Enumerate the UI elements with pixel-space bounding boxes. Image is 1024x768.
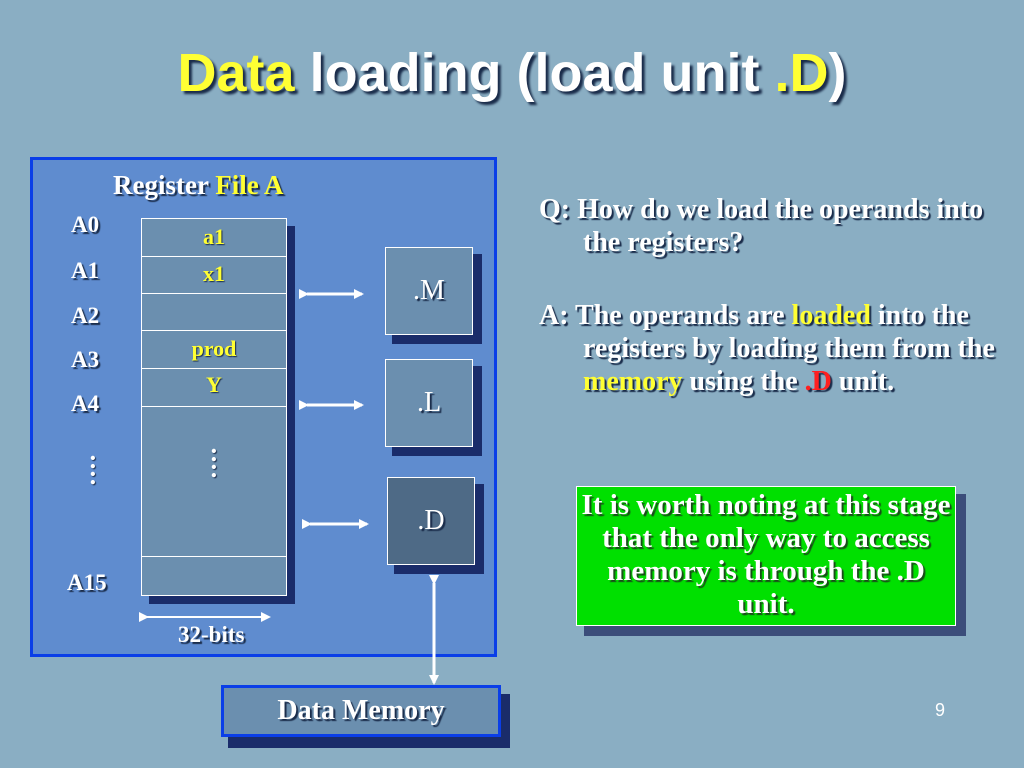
register-label-a1: A1 <box>71 258 100 283</box>
register-file-title: Register File A <box>113 170 283 201</box>
register-label-a3: A3 <box>71 347 100 372</box>
note-box: It is worth noting at this stage that th… <box>576 486 956 626</box>
question-prefix: Q: <box>539 194 578 225</box>
slide-title: Data loading (load unit .D) <box>0 42 1024 104</box>
register-file-body: a1 x1 prod Y :: <box>141 218 287 596</box>
page-number: 9 <box>935 700 946 720</box>
question-body: How do we load the operands into the reg… <box>577 194 984 258</box>
unit-l-box: .L <box>385 359 473 447</box>
answer-prefix: A: <box>539 300 576 331</box>
data-memory-box: Data Memory <box>221 685 501 737</box>
register-file-title-highlight: File A <box>215 170 284 200</box>
register-divider <box>142 293 286 294</box>
register-divider <box>142 406 286 407</box>
register-label-a4: A4 <box>71 391 100 416</box>
answer-segment: using the <box>682 366 805 397</box>
answer-highlight-loaded: loaded <box>791 300 871 331</box>
register-a1-value: x1 <box>203 261 225 286</box>
unit-d-box: .D <box>387 477 475 565</box>
register-divider <box>142 556 286 557</box>
register-file-ellipsis-bottom: : <box>209 454 219 483</box>
register-a4-value: Y <box>206 372 222 397</box>
register-label-ellipsis: :: <box>85 447 101 489</box>
register-label-ellipsis-top: : <box>88 445 98 474</box>
register-file-ellipsis-top: : <box>209 438 219 467</box>
answer-text: A: The operands are loaded into the regi… <box>539 299 1009 398</box>
register-label-ellipsis-bottom: : <box>88 461 98 490</box>
answer-segment: into the registers by loading them from … <box>583 300 995 364</box>
unit-m-box: .M <box>385 247 473 335</box>
register-label-a15: A15 <box>67 570 107 595</box>
register-label-a0: A0 <box>71 212 100 237</box>
register-file: a1 x1 prod Y :: <box>141 218 295 604</box>
register-divider <box>142 368 286 369</box>
register-label-a2: A2 <box>71 303 100 328</box>
register-divider <box>142 256 286 257</box>
register-file-ellipsis: :: <box>206 440 222 482</box>
title-part-main: loading (load unit <box>294 43 775 103</box>
answer-highlight-memory: memory <box>583 366 683 397</box>
title-part-unit: .D <box>774 43 829 103</box>
answer-highlight-d-unit: .D <box>804 366 832 397</box>
answer-segment: unit. <box>831 366 895 397</box>
register-a0-value: a1 <box>203 224 225 249</box>
title-part-data: Data <box>177 43 295 103</box>
register-divider <box>142 330 286 331</box>
register-file-title-prefix: Register <box>113 170 216 200</box>
register-a3-value: prod <box>191 336 237 361</box>
title-part-close: ) <box>828 43 847 103</box>
register-width-label: 32-bits <box>178 622 245 647</box>
question-text: Q: How do we load the operands into the … <box>539 193 1009 259</box>
answer-segment: The operands are <box>575 300 792 331</box>
